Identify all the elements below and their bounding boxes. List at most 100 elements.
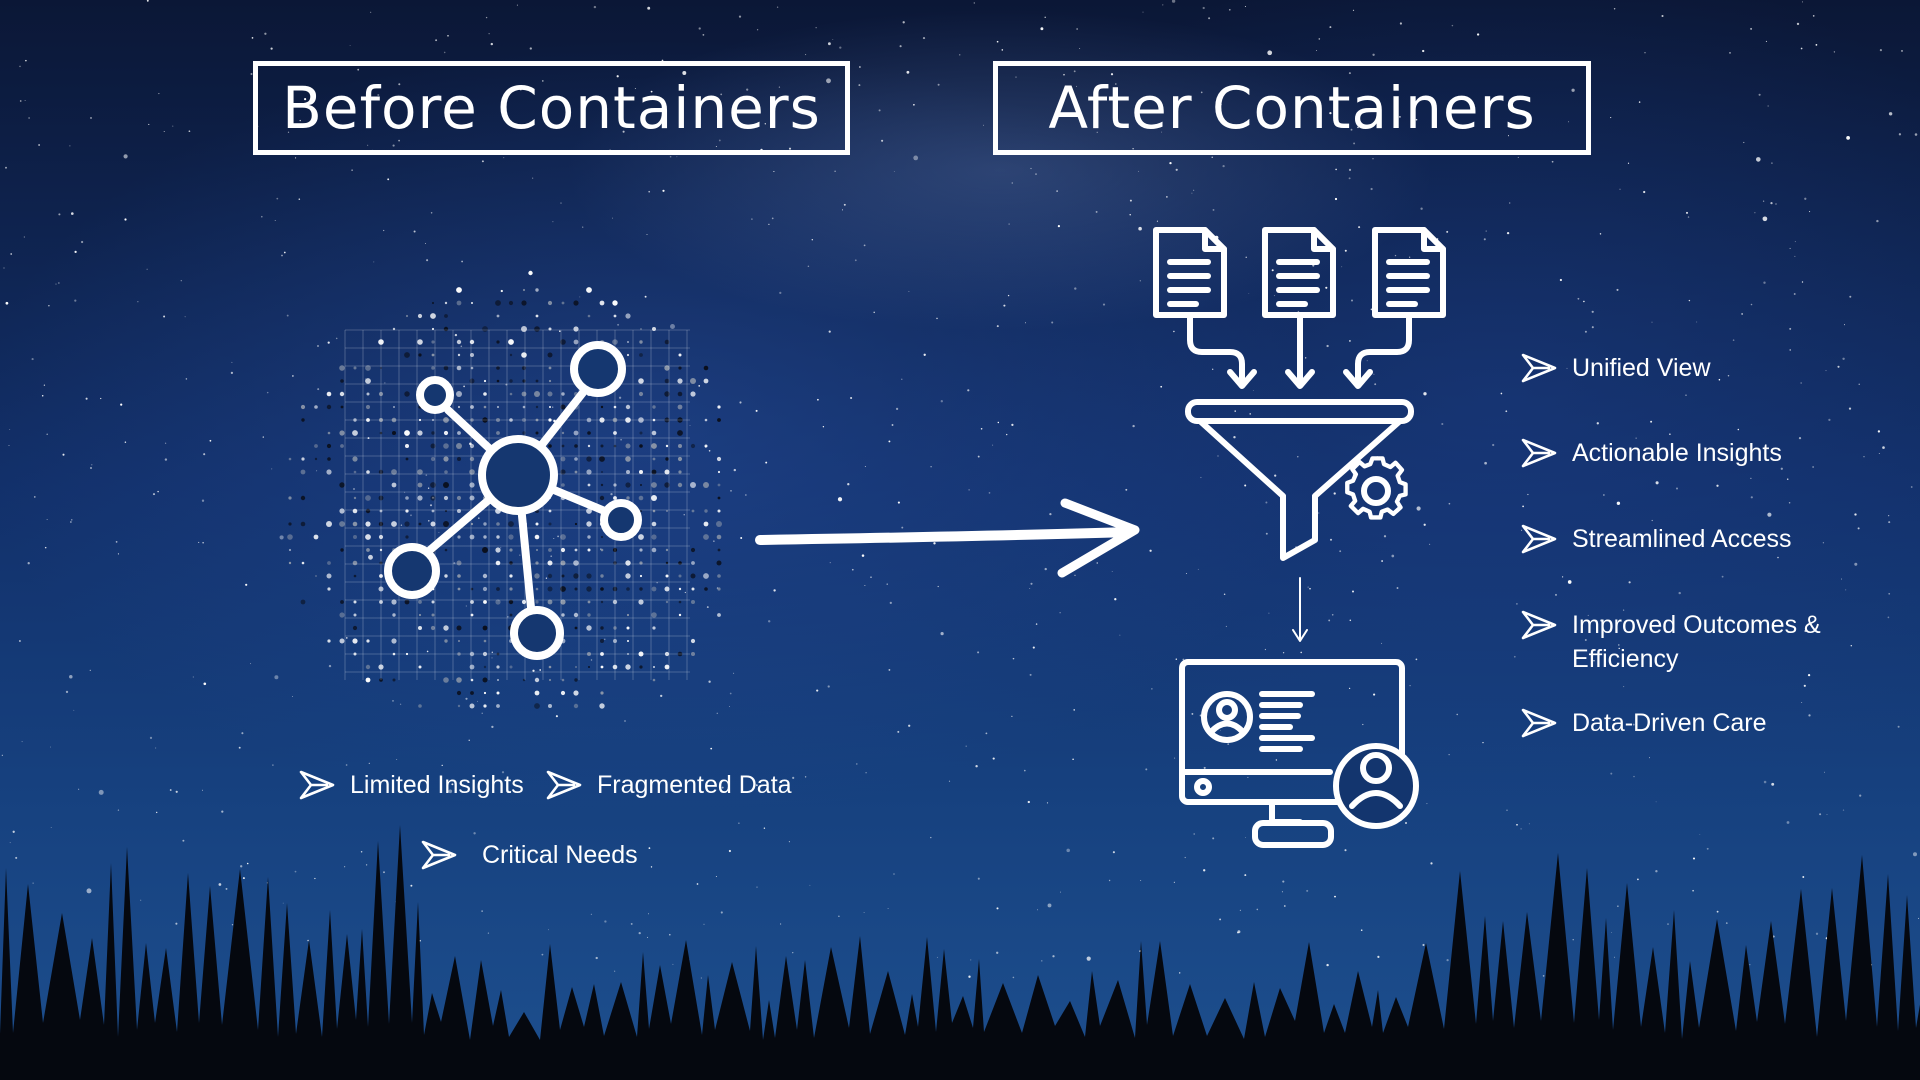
star: [1507, 135, 1510, 137]
star: [1789, 247, 1791, 249]
grid-dot: [521, 300, 527, 306]
star: [485, 16, 488, 19]
star: [1096, 131, 1098, 133]
grid-dot: [664, 391, 670, 397]
grid-dot: [690, 378, 696, 384]
star: [1297, 456, 1299, 458]
grid-dot: [379, 600, 383, 604]
star: [809, 884, 811, 886]
grid-dot: [651, 443, 657, 449]
grid-dot: [703, 534, 709, 540]
star: [891, 424, 894, 426]
star: [1256, 908, 1259, 911]
star: [74, 250, 77, 254]
star: [843, 203, 846, 206]
star: [1032, 646, 1035, 649]
grid-dot: [392, 327, 396, 331]
grid-dot: [509, 353, 513, 357]
star: [1741, 313, 1743, 315]
star: [23, 236, 25, 238]
grid-dot: [560, 404, 566, 410]
star: [1203, 869, 1206, 872]
star: [1029, 673, 1032, 676]
star: [579, 296, 581, 298]
star: [163, 131, 165, 133]
grid-dot: [586, 456, 592, 462]
star: [451, 783, 454, 786]
star: [710, 747, 713, 750]
star: [1632, 723, 1635, 726]
star: [314, 877, 316, 880]
star: [85, 397, 88, 400]
star: [1227, 743, 1230, 745]
star: [46, 518, 48, 520]
star: [1485, 230, 1487, 232]
star: [1842, 809, 1845, 811]
star: [424, 242, 426, 244]
star: [1129, 213, 1131, 216]
grid-dot: [639, 444, 643, 448]
star: [864, 465, 866, 468]
star: [1914, 133, 1918, 136]
star: [595, 956, 598, 960]
star: [728, 849, 732, 853]
star: [729, 692, 732, 695]
star: [1528, 823, 1530, 825]
star: [1808, 714, 1811, 717]
grid-dot: [326, 521, 332, 527]
star: [582, 226, 584, 228]
star: [1809, 211, 1811, 213]
star: [1750, 303, 1753, 306]
star: [15, 856, 18, 859]
star: [149, 736, 153, 740]
star: [1716, 484, 1719, 487]
star: [886, 583, 888, 585]
star: [1193, 833, 1196, 835]
star: [505, 383, 508, 386]
after-item-label: Data-Driven Care: [1572, 709, 1767, 737]
grid-dot: [378, 339, 384, 345]
star: [1655, 870, 1658, 873]
star: [1267, 50, 1273, 56]
grid-dot: [626, 470, 630, 474]
star: [435, 39, 438, 42]
grid-dot: [482, 326, 488, 332]
star: [552, 221, 554, 223]
star: [225, 887, 228, 890]
star: [231, 361, 233, 363]
star: [792, 776, 795, 779]
star: [940, 400, 943, 403]
grid-dot: [690, 573, 696, 579]
star: [1749, 964, 1751, 966]
grid-dot: [534, 573, 540, 579]
star: [1854, 562, 1858, 566]
star: [936, 956, 938, 958]
grid-dot: [444, 548, 448, 552]
star: [1222, 164, 1225, 168]
grid-dot: [456, 300, 462, 306]
star: [647, 6, 651, 10]
grid-dot: [547, 560, 553, 566]
grid-dot: [443, 417, 449, 423]
star: [1794, 255, 1796, 257]
grid-dot: [664, 651, 670, 657]
star: [1844, 324, 1845, 326]
star: [1129, 199, 1132, 202]
star: [768, 620, 771, 623]
star: [1644, 52, 1646, 54]
star: [241, 732, 244, 735]
star: [1616, 501, 1621, 505]
star: [756, 29, 759, 31]
star: [31, 358, 34, 361]
grid-dot: [652, 457, 656, 461]
grid-dot: [586, 508, 592, 514]
star: [1040, 27, 1044, 31]
grid-dot: [625, 482, 631, 488]
star: [454, 333, 458, 337]
star: [481, 160, 484, 163]
star: [1426, 803, 1428, 805]
grid-dot: [664, 664, 670, 670]
grid-dot: [691, 561, 695, 565]
